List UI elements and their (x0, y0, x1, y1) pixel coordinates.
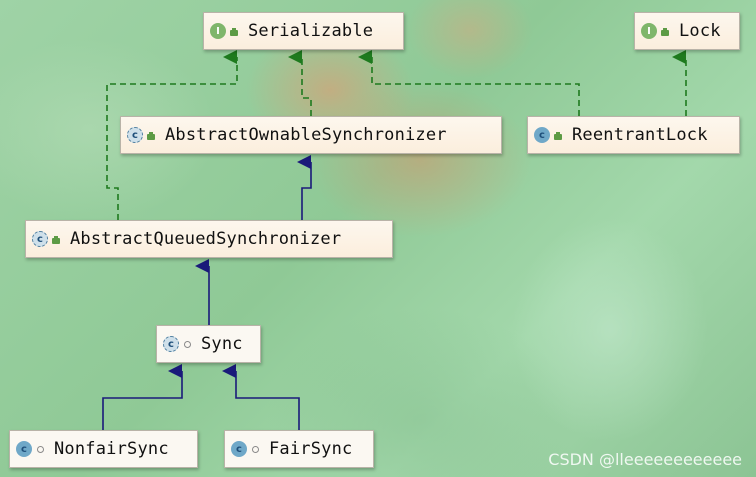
node-serializable[interactable]: I Serializable (203, 12, 404, 50)
public-modifier-icon (659, 25, 671, 37)
public-modifier-icon (145, 129, 157, 141)
node-reentrant-lock[interactable]: c ReentrantLock (527, 116, 740, 154)
node-label: FairSync (269, 439, 353, 459)
interface-icon: I (210, 23, 226, 39)
node-abstract-ownable-synchronizer[interactable]: c AbstractOwnableSynchronizer (120, 116, 502, 154)
package-modifier-icon (181, 338, 193, 350)
node-label: Serializable (248, 21, 374, 41)
node-lock[interactable]: I Lock (634, 12, 740, 50)
class-icon: c (534, 127, 550, 143)
edge-reentrant-implements-serializable (358, 50, 580, 116)
node-label: AbstractQueuedSynchronizer (70, 229, 342, 249)
interface-icon: I (641, 23, 657, 39)
node-label: AbstractOwnableSynchronizer (165, 125, 447, 145)
class-icon: c (231, 441, 247, 457)
package-modifier-icon (249, 443, 261, 455)
node-nonfair-sync[interactable]: c NonfairSync (9, 430, 198, 468)
public-modifier-icon (552, 129, 564, 141)
edge-aqs-implements-serializable (106, 50, 238, 220)
abstract-class-icon: c (163, 336, 179, 352)
package-modifier-icon (34, 443, 46, 455)
public-modifier-icon (228, 25, 240, 37)
node-fair-sync[interactable]: c FairSync (224, 430, 374, 468)
node-label: NonfairSync (54, 439, 169, 459)
abstract-class-icon: c (127, 127, 143, 143)
watermark-text: CSDN @lleeeeeeeeeeee (548, 450, 742, 469)
node-abstract-queued-synchronizer[interactable]: c AbstractQueuedSynchronizer (25, 220, 393, 258)
edge-nonfair-extends-sync (102, 364, 183, 430)
class-icon: c (16, 441, 32, 457)
edge-aqs-extends-aos (297, 155, 312, 220)
public-modifier-icon (50, 233, 62, 245)
edge-aos-implements-serializable (288, 50, 312, 116)
abstract-class-icon: c (32, 231, 48, 247)
edge-fair-extends-sync (222, 364, 300, 430)
node-label: Lock (679, 21, 721, 41)
node-label: ReentrantLock (572, 125, 708, 145)
node-label: Sync (201, 334, 243, 354)
node-sync[interactable]: c Sync (156, 325, 261, 363)
